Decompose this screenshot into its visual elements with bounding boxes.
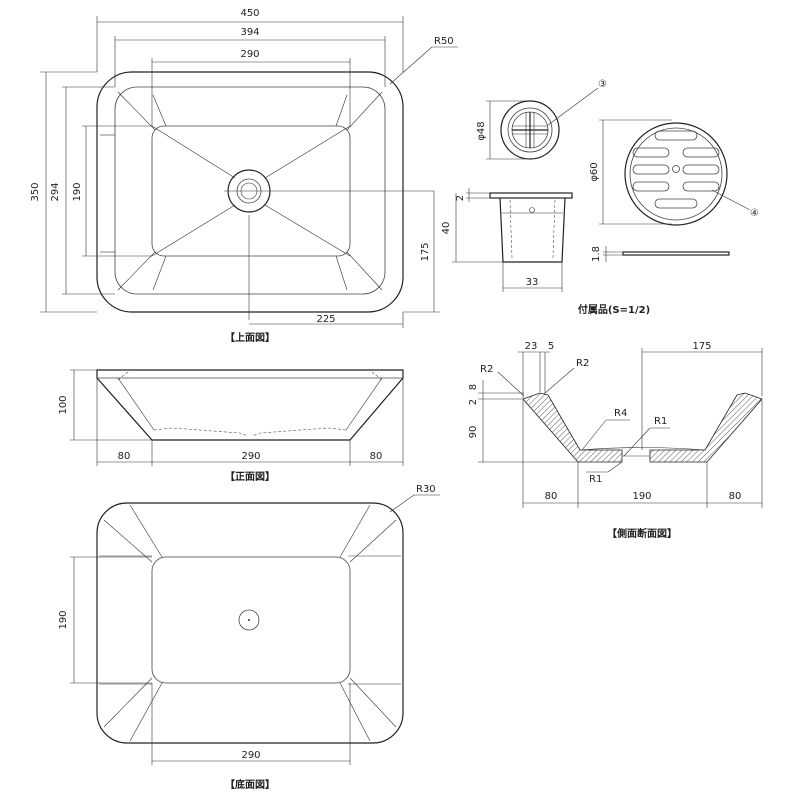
label-3: ③ [598, 79, 607, 90]
dim-175-section: 175 [692, 341, 711, 352]
dim-290-top: 290 [240, 49, 259, 60]
dim-23: 23 [525, 341, 538, 352]
cover-part-outer [624, 122, 728, 226]
dim-r4: R4 [614, 408, 627, 419]
dim-290-bottom: 290 [241, 750, 260, 761]
dim-5: 5 [548, 341, 554, 352]
drain-part-flange [489, 192, 573, 199]
dim-phi48: φ48 [476, 121, 487, 140]
dim-2-drain: 2 [455, 195, 466, 201]
dim-175-top: 175 [420, 242, 431, 261]
front-view-outline [96, 369, 404, 441]
front-view: 100 80 290 80 【正面図】 [58, 369, 404, 483]
dim-r30: R30 [416, 484, 436, 495]
dim-33: 33 [526, 277, 539, 288]
front-view-caption: 【正面図】 [225, 470, 275, 483]
top-view-caption: 【上面図】 [225, 331, 275, 344]
dim-8: 8 [468, 384, 479, 390]
bottom-view-drain-hole [238, 609, 260, 631]
dim-190-bottom: 190 [58, 610, 69, 629]
dim-80-section-right: 80 [729, 491, 742, 502]
dim-r50: R50 [434, 36, 454, 47]
section-right-wall [649, 392, 763, 463]
section-view-caption: 【側面断面図】 [607, 527, 677, 540]
dim-2-section: 2 [468, 399, 479, 405]
dim-r1-upper: R1 [654, 416, 667, 427]
top-view-inner-rim [114, 86, 386, 295]
dim-290-front: 290 [241, 451, 260, 462]
dim-394: 394 [240, 27, 259, 38]
dim-294: 294 [50, 182, 61, 201]
top-view: 450 394 290 R50 350 294 190 175 225 [30, 8, 458, 344]
dim-r2-right: R2 [576, 358, 589, 369]
bottom-view-outer [96, 502, 404, 744]
section-left-wall [522, 392, 623, 463]
top-view-outer-rim [96, 71, 404, 313]
dim-190-top: 190 [72, 182, 83, 201]
dim-40: 40 [441, 222, 452, 235]
accessories: φ48 ③ 2 40 33 [441, 79, 759, 316]
dim-80-front-right: 80 [370, 451, 383, 462]
dim-100: 100 [58, 395, 69, 414]
cover-part-side [622, 251, 730, 256]
dim-80-front-left: 80 [118, 451, 131, 462]
section-view: 23 5 175 R2 R2 8 2 90 R4 R1 R1 [468, 341, 763, 540]
dim-r1-lower: R1 [589, 474, 602, 485]
dim-r2-left: R2 [480, 364, 493, 375]
dim-90: 90 [468, 426, 479, 439]
dim-phi60: φ60 [589, 162, 600, 181]
dim-80-section-left: 80 [545, 491, 558, 502]
label-4: ④ [750, 208, 759, 219]
dim-1-8: 1.8 [591, 246, 602, 262]
accessories-caption: 付属品(S=1/2) [578, 303, 650, 316]
dim-450: 450 [240, 8, 259, 19]
dim-350: 350 [30, 182, 41, 201]
bottom-view-caption: 【底面図】 [225, 778, 275, 791]
bottom-view-foot [151, 556, 351, 684]
dim-190-section: 190 [632, 491, 651, 502]
dim-225: 225 [316, 314, 335, 325]
bottom-view: R30 190 290 【底面図】 [58, 484, 440, 791]
